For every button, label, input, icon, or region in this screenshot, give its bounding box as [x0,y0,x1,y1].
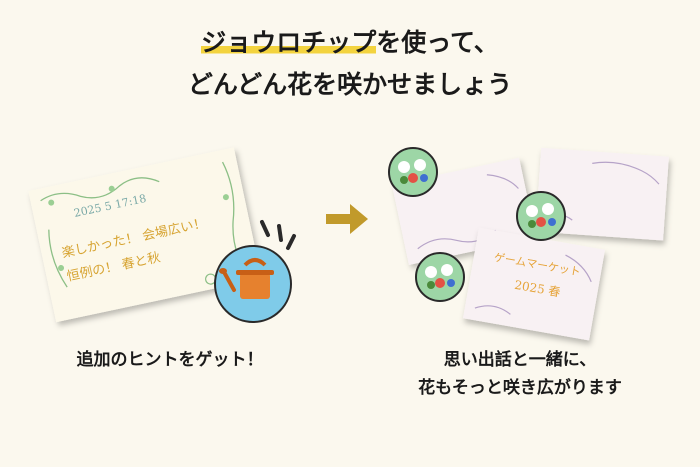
memory-card-right-front: ゲームマーケット 2025 春 [462,227,606,341]
flower-badge-3 [415,252,465,302]
caption-left: 追加のヒントをゲット！ [76,350,264,370]
watering-can-icon [219,258,274,299]
caption-right-line-1: 思い出話と一緒に、 [443,350,597,370]
heading-line-1-rest: を使って、 [376,28,499,57]
heading-highlight: ジョウロチップ [201,28,377,57]
flower-icon [425,264,455,289]
heading: ジョウロチップを使って、 どんどん花を咲かせましょう [0,22,700,106]
caption-right-line-2: 花もそっと咲き広がります [418,378,622,398]
arrow-icon [326,204,368,234]
flower-badge-2 [516,191,566,241]
caption-right: 思い出話と一緒に、 花もそっと咲き広がります [370,346,670,402]
flower-icon [398,159,428,184]
heading-line-2: どんどん花を咲かせましょう [187,70,513,99]
watering-can-badge [214,245,292,323]
memory-card-left: 2025 5 17:18 楽しかった！ 会場広い！ 恒例の！ 春と秋 [28,147,262,323]
flower-icon [526,203,556,228]
flower-badge-1 [388,147,438,197]
heading-line-1: ジョウロチップを使って、 [0,22,700,64]
sparkle-lines [260,220,296,250]
